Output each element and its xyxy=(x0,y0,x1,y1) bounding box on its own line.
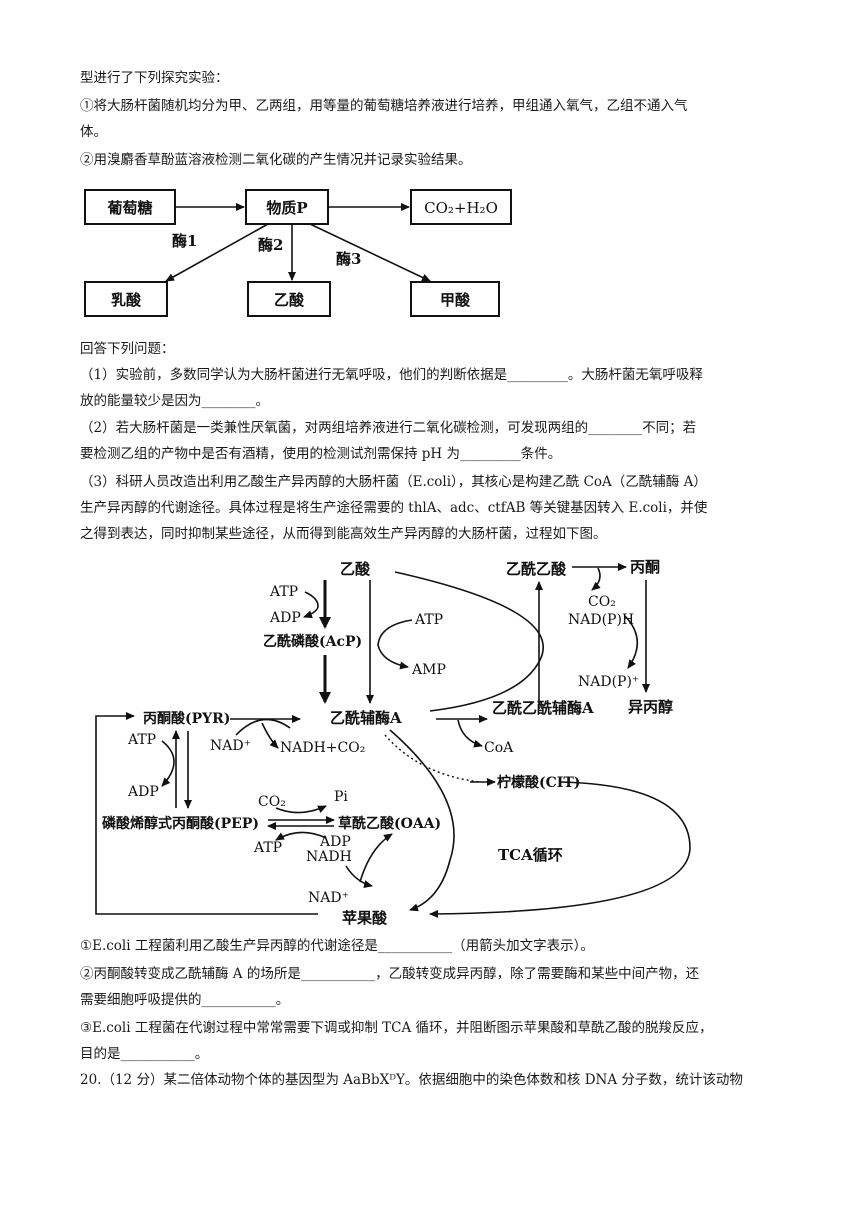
question-3b: 生产异丙醇的代谢途径。具体过程是将生产途径需要的 thlA、adc、ctfAB … xyxy=(80,500,708,516)
d1-labels: 葡萄糖 物质P CO₂+H₂O 酶1 酶2 酶3 乳酸 乙酸 甲酸 xyxy=(106,199,497,309)
box-lactic xyxy=(84,281,168,317)
intro-line-2: ②用溴麝香草酚蓝溶液检测二氧化碳的产生情况并记录实验结果。 xyxy=(80,152,472,168)
label-acetoacetyl-coa: 乙酰乙酰辅酶A xyxy=(492,699,594,717)
label-formic: 甲酸 xyxy=(440,291,471,309)
label-enzyme-1: 酶1 xyxy=(172,232,197,250)
intro-line-1: ①将大肠杆菌随机均分为甲、乙两组，用等量的葡萄糖培养液进行培养，甲组通入氧气，乙… xyxy=(80,98,688,114)
subquestion-3b: 目的是___________。 xyxy=(80,1046,209,1062)
subquestion-2b: 需要细胞呼吸提供的___________。 xyxy=(80,992,290,1008)
label-malate: 苹果酸 xyxy=(342,909,388,927)
question-1a: （1）实验前，多数同学认为大肠杆菌进行无氧呼吸，他们的判断依据是________… xyxy=(80,367,703,383)
subquestion-1: ①E.coli 工程菌利用乙酸生产异丙醇的代谢途径是___________（用箭… xyxy=(80,938,594,954)
label-isopropanol: 异丙醇 xyxy=(628,698,673,716)
box-glucose xyxy=(84,189,176,225)
label-co2-b: CO₂ xyxy=(258,794,286,810)
label-amp: AMP xyxy=(411,662,446,678)
d2-arrows xyxy=(95,563,691,918)
label-co2-a: CO₂ xyxy=(588,594,616,610)
label-atp-4: ATP xyxy=(253,840,282,856)
box-formic xyxy=(410,281,500,317)
label-cit: 柠檬酸(CIT) xyxy=(497,774,580,791)
label-enzyme-3: 酶3 xyxy=(336,250,361,268)
label-atp-1: ATP xyxy=(269,584,298,600)
label-acetic: 乙酸 xyxy=(274,291,305,309)
label-pep: 磷酸烯醇式丙酮酸(PEP) xyxy=(102,815,259,832)
label-glucose: 葡萄糖 xyxy=(106,199,152,217)
label-oaa: 草酰乙酸(OAA) xyxy=(338,815,441,832)
d1-boxes xyxy=(84,189,512,317)
label-lactic: 乳酸 xyxy=(111,291,142,309)
label-nadp: NAD(P)⁺ xyxy=(578,674,639,690)
label-nadplus-2: NAD⁺ xyxy=(308,890,349,906)
question-2b: 要检测乙组的产物中是否有酒精，使用的检测试剂需保持 pH 为_________条… xyxy=(80,446,562,462)
label-nadph: NAD(P)H xyxy=(568,612,634,628)
label-nadh-co2: NADH+CO₂ xyxy=(280,740,365,756)
question-2a: （2）若大肠杆菌是一类兼性厌氧菌，对两组培养液进行二氧化碳检测，可发现两组的__… xyxy=(80,420,697,436)
box-co2-h2o xyxy=(410,189,512,225)
question-20: 20.（12 分）某二倍体动物个体的基因型为 AaBbXᴰY。依据细胞中的染色体… xyxy=(80,1072,743,1088)
questions-lead: 回答下列问题： xyxy=(80,341,175,357)
label-tca: TCA循环 xyxy=(498,846,563,864)
label-pyr: 丙酮酸(PYR) xyxy=(143,710,230,727)
label-nadplus-1: NAD⁺ xyxy=(210,738,251,754)
subquestion-2a: ②丙酮酸转变成乙酰辅酶 A 的场所是___________，乙酸转变成异丙醇，除… xyxy=(80,966,700,982)
label-acetoacetate: 乙酰乙酸 xyxy=(506,560,567,578)
box-acetic xyxy=(247,281,331,317)
label-substance-p: 物质P xyxy=(266,199,307,217)
label-nadh-2: NADH xyxy=(306,849,352,865)
label-coa: CoA xyxy=(484,740,514,756)
subquestion-3a: ③E.coli 工程菌在代谢过程中常常需要下调或抑制 TCA 循环，并阻断图示苹… xyxy=(80,1020,713,1036)
label-adp-3: ADP xyxy=(127,784,159,800)
question-1b: 放的能量较少是因为________。 xyxy=(80,393,269,409)
label-acp: 乙酰磷酸(AcP) xyxy=(263,633,362,650)
box-substance-p xyxy=(245,189,329,225)
question-3a: （3）科研人员改造出利用乙酸生产异丙醇的大肠杆菌（E.coli），其核心是构建乙… xyxy=(80,474,707,490)
label-atp-3: ATP xyxy=(127,732,156,748)
label-adp-1: ADP xyxy=(269,610,301,626)
label-acetyl-coa: 乙酰辅酶A xyxy=(330,709,402,727)
label-enzyme-2: 酶2 xyxy=(258,236,283,254)
d1-arrows xyxy=(165,203,431,282)
label-pi: Pi xyxy=(334,789,348,805)
d2-labels: 乙酸 ATP ADP 乙酰磷酸(AcP) ATP AMP 乙酰乙酸 丙酮 CO₂… xyxy=(102,558,673,927)
label-acetone: 丙酮 xyxy=(630,558,660,576)
intro-line-0: 型进行了下列探究实验： xyxy=(80,70,229,86)
label-atp-2: ATP xyxy=(414,612,443,628)
label-co2-h2o: CO₂+H₂O xyxy=(424,199,498,217)
question-3c: 之得到表达，同时抑制某些途径，从而得到能高效生产异丙醇的大肠杆菌，过程如下图。 xyxy=(80,526,607,542)
intro-line-1b: 体。 xyxy=(80,124,107,140)
label-adp-4: ADP xyxy=(319,834,351,850)
label-acetic-2: 乙酸 xyxy=(340,560,371,578)
